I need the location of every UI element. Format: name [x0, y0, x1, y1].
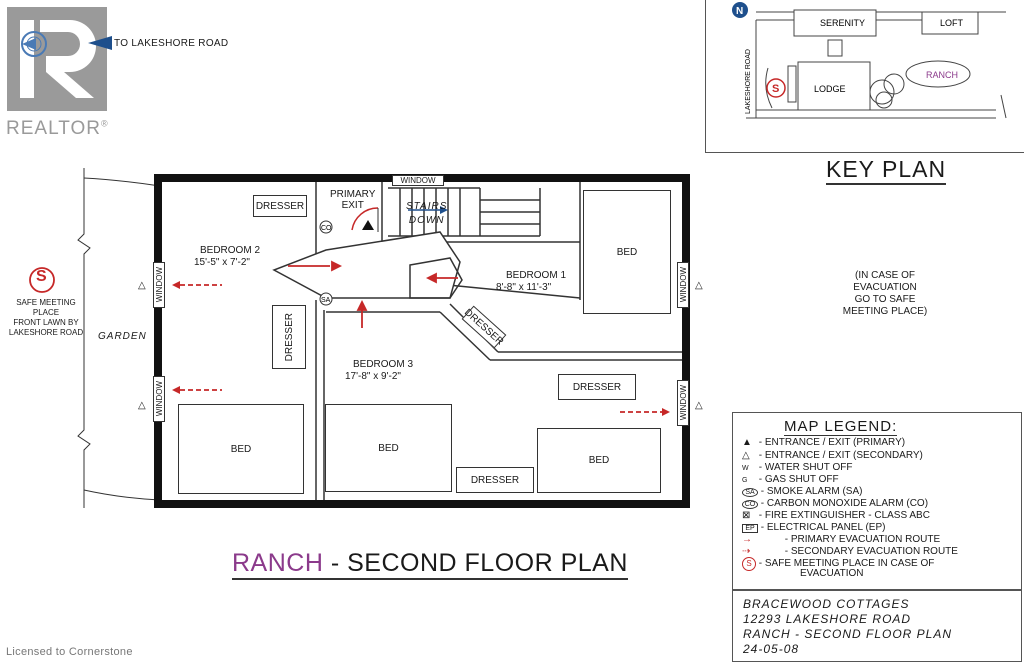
key-plan-ranch: RANCH: [926, 70, 958, 80]
primary-exit-label: PRIMARY EXIT: [330, 189, 375, 211]
evacuation-note: (IN CASE OF EVACUATION GO TO SAFE MEETIN…: [830, 270, 940, 318]
bedroom-3-name: BEDROOM 3: [353, 359, 414, 370]
dresser-bedroom-3-bottom: DRESSER: [456, 467, 534, 493]
co-alarm-icon: CO: [321, 225, 332, 232]
bedroom-1-label: BEDROOM 1 8'-8" x 11'-3": [496, 270, 566, 294]
legend-item: CO - CARBON MONOXIDE ALARM (CO): [742, 498, 928, 509]
legend-item: EVACUATION: [800, 568, 864, 579]
title-block-line: RANCH - SECOND FLOOR PLAN: [743, 627, 953, 641]
page-title: RANCH - SECOND FLOOR PLAN: [232, 549, 628, 580]
secondary-exit-icon: △: [695, 400, 703, 411]
legend-item: ⊠ - FIRE EXTINGUISHER - CLASS ABC: [742, 510, 930, 521]
legend-item: ⇢ - SECONDARY EVACUATION ROUTE: [742, 546, 958, 557]
bedroom-1-name: BEDROOM 1: [506, 270, 567, 281]
dresser-hall: DRESSER: [272, 305, 306, 369]
key-plan-safe-symbol: S: [772, 83, 779, 95]
legend-item: SA - SMOKE ALARM (SA): [742, 486, 862, 497]
bedroom-2-name: BEDROOM 2: [200, 245, 261, 256]
evacuation-note-line: EVACUATION: [853, 282, 917, 293]
title-rest: - SECOND FLOOR PLAN: [323, 549, 628, 577]
window-left-bottom: WINDOW: [153, 376, 165, 422]
safe-meeting-icon: [29, 267, 55, 293]
legend-panel: [732, 412, 1022, 590]
garden-label: GARDEN: [98, 331, 147, 342]
legend-title: MAP LEGEND:: [784, 418, 898, 436]
window-left-top: WINDOW: [153, 262, 165, 308]
window-right-bottom: WINDOW: [677, 380, 689, 426]
smoke-alarm-icon: SA: [321, 297, 331, 304]
bed-bedroom-1: BED: [583, 190, 671, 314]
evacuation-note-line: GO TO SAFE: [854, 294, 916, 305]
stairs-label: STAIRS DOWN: [406, 200, 447, 228]
key-plan-loft: LOFT: [940, 18, 964, 28]
key-plan-serenity: SERENITY: [820, 18, 865, 28]
dresser-bedroom-2: DRESSER: [253, 195, 307, 217]
legend-item: G - GAS SHUT OFF: [742, 474, 839, 485]
evacuation-note-line: (IN CASE OF: [854, 270, 915, 281]
bedroom-2-size: 15'-5" x 7'-2": [194, 257, 250, 268]
legend-item: ▲ - ENTRANCE / EXIT (PRIMARY): [742, 437, 906, 448]
legend-item: → - PRIMARY EVACUATION ROUTE: [742, 534, 941, 545]
svg-text:N: N: [736, 6, 743, 17]
legend-item: EP - ELECTRICAL PANEL (EP): [742, 522, 885, 533]
garden-outline: [77, 168, 161, 508]
legend-item: S - SAFE MEETING PLACE IN CASE OF: [742, 557, 934, 571]
bedroom-3-size: 17'-8" x 9'-2": [345, 371, 401, 382]
realtor-brand: REALTOR®: [6, 118, 109, 139]
dresser-bedroom-3-right: DRESSER: [558, 374, 636, 400]
window-top: WINDOW: [392, 175, 444, 186]
key-plan-title: KEY PLAN: [826, 156, 947, 185]
safe-meeting-line: SAFE MEETING PLACE: [16, 298, 76, 317]
primary-exit-line: PRIMARY: [330, 189, 376, 200]
realtor-r-icon: [7, 7, 107, 111]
key-plan-panel: N S SERENITY LOFT LODGE RANCH LAKESHORE …: [705, 0, 1024, 153]
bedroom-3-label: BEDROOM 3 17'-8" x 9'-2": [345, 359, 413, 383]
key-plan-road: LAKESHORE ROAD: [745, 49, 752, 114]
safe-meeting-label: SAFE MEETING PLACE FRONT LAWN BY LAKESHO…: [2, 298, 90, 338]
license-footer: Licensed to Cornerstone: [6, 646, 133, 658]
title-block-line: 24-05-08: [743, 642, 800, 656]
stairs-line: DOWN: [408, 215, 445, 226]
title-block: BRACEWOOD COTTAGES 12293 LAKESHORE ROAD …: [732, 590, 1022, 662]
bedroom-1-size: 8'-8" x 11'-3": [496, 282, 552, 293]
secondary-exit-icon: △: [695, 280, 703, 291]
realtor-logo: REALTOR®: [6, 6, 110, 139]
key-plan-map: N S SERENITY LOFT LODGE RANCH LAKESHORE …: [732, 2, 1007, 119]
evacuation-note-line: MEETING PLACE): [842, 306, 928, 317]
direction-arrow-icon: [88, 36, 112, 50]
secondary-exit-icon: △: [138, 400, 146, 411]
bed-bedroom-3-middle: BED: [325, 404, 452, 492]
title-building: RANCH: [232, 549, 324, 577]
bed-bedroom-2: BED: [178, 404, 304, 494]
bed-bedroom-3-right: BED: [537, 428, 661, 493]
stairs-line: STAIRS: [406, 201, 448, 212]
title-block-line: BRACEWOOD COTTAGES: [743, 597, 910, 611]
primary-exit-line: EXIT: [341, 200, 364, 211]
direction-label: TO LAKESHORE ROAD: [114, 38, 229, 49]
secondary-exit-icon: △: [138, 280, 146, 291]
title-block-line: 12293 LAKESHORE ROAD: [743, 612, 912, 626]
bedroom-2-label: BEDROOM 2 15'-5" x 7'-2": [194, 245, 260, 269]
compass-icon: [21, 31, 47, 57]
key-plan-lodge: LODGE: [814, 84, 846, 94]
safe-meeting-symbol: S: [36, 268, 47, 285]
safe-meeting-line: LAKESHORE ROAD: [8, 328, 84, 337]
safe-meeting-line: FRONT LAWN BY: [13, 318, 79, 327]
legend-item: △ - ENTRANCE / EXIT (SECONDARY): [742, 450, 923, 461]
window-right-top: WINDOW: [677, 262, 689, 308]
legend-item: W - WATER SHUT OFF: [742, 462, 853, 473]
